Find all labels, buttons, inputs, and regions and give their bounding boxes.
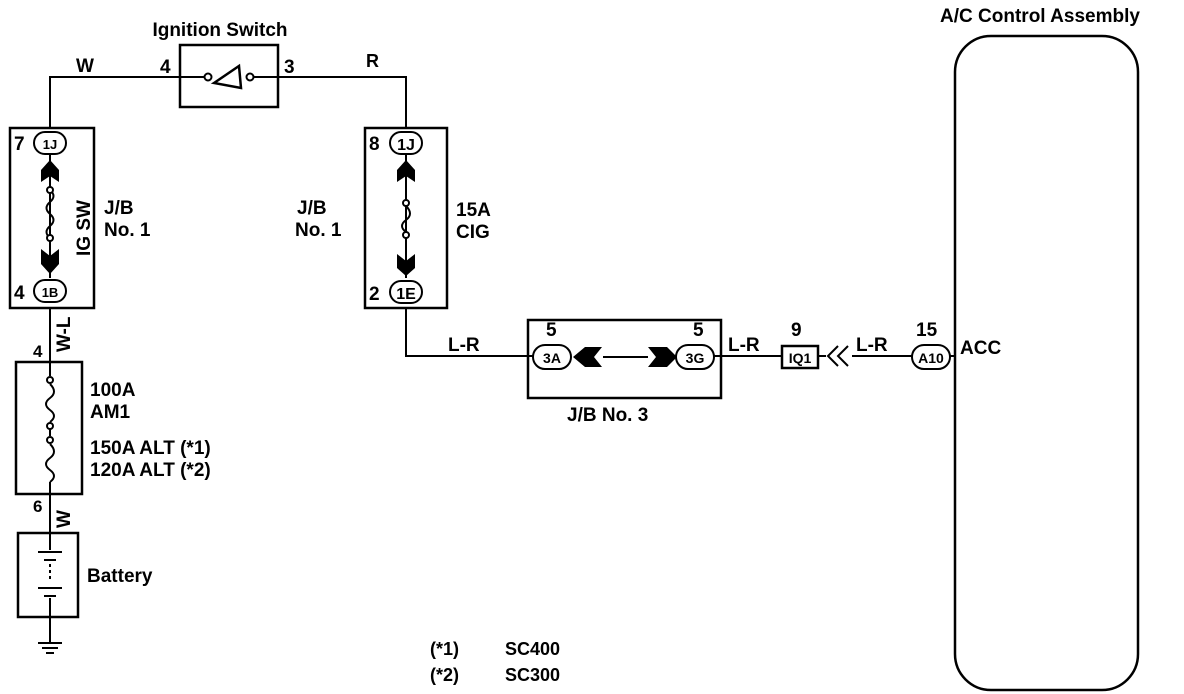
note-key-1: (*1) bbox=[430, 639, 459, 659]
ac-control-assembly: A/C Control Assembly ACC bbox=[940, 6, 1140, 692]
wire-lr-jb1-to-jb3 bbox=[405, 308, 533, 357]
jb1-left-bottom-arrow-icon bbox=[41, 249, 59, 274]
jb1-left-bottom-connector bbox=[33, 279, 67, 303]
wire-label-lr-2: L-R bbox=[728, 335, 760, 356]
notes: (*1) SC400 (*2) SC300 bbox=[430, 639, 560, 685]
jb3-label: J/B No. 3 bbox=[567, 405, 648, 426]
fusible-pin-4: 4 bbox=[33, 342, 43, 361]
battery-label: Battery bbox=[87, 566, 153, 587]
jb1-right-bottom-connector bbox=[389, 280, 423, 304]
fusible-link-1-rating: 100A bbox=[90, 380, 136, 401]
fusible-link-1-name: AM1 bbox=[90, 402, 131, 423]
jb1-right-pin-2: 2 bbox=[369, 284, 380, 305]
fuse-contact bbox=[46, 436, 54, 444]
jb1-left-top-arrow-icon bbox=[41, 160, 59, 182]
jb1-right-top-conn-label: 1J bbox=[397, 137, 415, 154]
jb1-left-bottom-conn-label: 1B bbox=[42, 285, 59, 300]
wire-label-w-top: W bbox=[76, 56, 94, 77]
jb1-right-bottom-arrow-icon bbox=[397, 254, 415, 276]
wires bbox=[49, 76, 955, 643]
jb3-left-connector bbox=[532, 344, 572, 370]
jb1-right-bottom-conn-label: 1E bbox=[396, 286, 416, 303]
jb1-right-top-connector bbox=[389, 131, 423, 155]
ground-icon bbox=[38, 642, 62, 654]
jb3-pin-right: 5 bbox=[693, 320, 704, 341]
jb1-left-top-connector bbox=[33, 131, 67, 155]
chevron-left-icon bbox=[826, 345, 839, 367]
jb3-right-arrow-icon bbox=[648, 347, 677, 367]
fusible-links: 4 6 100A AM1 150A ALT (*1) 120A ALT (*2) bbox=[14, 342, 211, 516]
jb3-right-connector bbox=[675, 344, 715, 370]
jb1-right-top-arrow-icon bbox=[397, 160, 415, 182]
chevron-left-icon bbox=[836, 345, 849, 367]
junction-iq1: IQ1 9 bbox=[780, 320, 849, 370]
jb1-right-box bbox=[363, 126, 449, 310]
fuse-contact bbox=[46, 234, 54, 242]
jb3-left-arrow-icon bbox=[573, 347, 602, 367]
note-value-1: SC400 bbox=[505, 639, 560, 659]
jb3-right-conn-label: 3G bbox=[686, 350, 705, 366]
jb1-left-fuse-label: IG SW bbox=[74, 200, 95, 256]
a10-conn-label: A10 bbox=[918, 350, 944, 366]
fuse-contact bbox=[402, 231, 410, 239]
jb1-right-fuse-icon bbox=[401, 205, 411, 233]
battery-box bbox=[16, 531, 80, 619]
wire-label-wl: W-L bbox=[54, 316, 75, 352]
battery: Battery bbox=[16, 531, 153, 654]
jb1-left: 1J 7 1B 4 IG SW J/B No. 1 bbox=[8, 126, 151, 310]
ignition-switch: Ignition Switch 4 3 W R bbox=[76, 20, 379, 109]
switch-contact-icon bbox=[210, 63, 243, 90]
ac-control-box bbox=[953, 34, 1140, 692]
note-key-2: (*2) bbox=[430, 665, 459, 685]
ignition-pin-4: 4 bbox=[160, 57, 171, 78]
fusible-link-2-icon bbox=[45, 443, 55, 483]
iq1-pin: 9 bbox=[791, 320, 802, 341]
ignition-pin-3: 3 bbox=[284, 57, 295, 78]
jb3-pin-left: 5 bbox=[546, 320, 557, 341]
fuse-contact bbox=[402, 199, 410, 207]
jb1-left-top-conn-label: 1J bbox=[43, 137, 57, 152]
jb1-right-fuse-name: CIG bbox=[456, 222, 490, 243]
ignition-switch-title: Ignition Switch bbox=[152, 20, 287, 41]
a10-connector bbox=[911, 344, 951, 370]
jb3-left-conn-label: 3A bbox=[543, 350, 561, 366]
jb1-left-pin-7: 7 bbox=[14, 134, 25, 155]
jb1-right-label-line1: J/B bbox=[297, 198, 327, 219]
fusible-link-2-line2: 120A ALT (*2) bbox=[90, 460, 211, 481]
jb1-right-pin-8: 8 bbox=[369, 134, 380, 155]
jb1-left-box bbox=[8, 126, 96, 310]
switch-contact-right bbox=[245, 72, 255, 82]
jb1-right-label-line2: No. 1 bbox=[295, 220, 342, 241]
jb1-right: 1J 8 1E 2 15A CIG J/B No. 1 bbox=[295, 126, 491, 310]
jb1-right-fuse-rating: 15A bbox=[456, 200, 491, 221]
jb1-left-fuse-icon bbox=[45, 189, 55, 239]
wire-label-w-bottom: W bbox=[54, 510, 75, 528]
jb1-left-label-line2: No. 1 bbox=[104, 220, 151, 241]
wire-r-top bbox=[278, 76, 407, 128]
jb1-left-label-line1: J/B bbox=[104, 198, 134, 219]
ac-terminal-acc: ACC bbox=[960, 338, 1001, 359]
fusible-link-1-icon bbox=[45, 383, 55, 423]
jb3: 3A 5 3G 5 J/B No. 3 bbox=[526, 318, 723, 426]
wire-label-lr-1: L-R bbox=[448, 335, 480, 356]
iq1-label: IQ1 bbox=[789, 350, 812, 366]
jb3-box bbox=[526, 318, 723, 400]
jb1-left-pin-4: 4 bbox=[14, 283, 25, 304]
wire-label-lr-3: L-R bbox=[856, 335, 888, 356]
wire-w-top bbox=[49, 76, 180, 128]
fuse-contact bbox=[46, 376, 54, 384]
switch-contact-left bbox=[203, 72, 213, 82]
a10-pin: 15 bbox=[916, 320, 938, 341]
fuse-contact bbox=[46, 422, 54, 430]
ac-control-title: A/C Control Assembly bbox=[940, 6, 1140, 27]
fuse-contact bbox=[46, 186, 54, 194]
wire-label-r-top: R bbox=[366, 51, 379, 71]
fusible-pin-6: 6 bbox=[33, 497, 42, 516]
fusible-link-2-line1: 150A ALT (*1) bbox=[90, 438, 211, 459]
note-value-2: SC300 bbox=[505, 665, 560, 685]
